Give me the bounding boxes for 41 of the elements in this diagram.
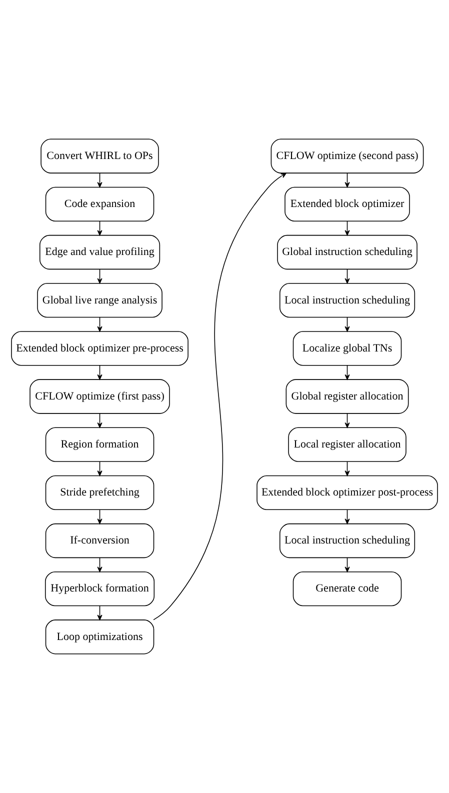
- arrow: [344, 461, 350, 476]
- node-box: CFLOW optimize (first pass): [30, 379, 170, 414]
- arrow: [344, 509, 350, 524]
- arrow: [344, 317, 350, 332]
- node-box: Local instruction scheduling: [279, 523, 416, 558]
- node-box: Global register allocation: [286, 379, 409, 414]
- arrow: [97, 172, 102, 188]
- node-box: Global instruction scheduling: [277, 234, 418, 270]
- arrow: [344, 268, 350, 284]
- node-box: Edge and value profiling: [39, 234, 160, 270]
- node-box: Localize global TNs: [292, 331, 402, 366]
- arrow: [97, 268, 102, 284]
- node-box: Code expansion: [45, 186, 154, 222]
- node-box: If-conversion: [45, 523, 154, 558]
- node-box: Loop optimizations: [45, 620, 154, 654]
- node-box: Local instruction scheduling: [279, 283, 416, 318]
- node-box: Region formation: [45, 427, 154, 462]
- node-box: Hyperblock formation: [44, 571, 155, 606]
- arrow: [97, 509, 102, 524]
- node-box: CFLOW optimize (second pass): [270, 138, 424, 174]
- node-box: Convert WHIRL to OPs: [40, 138, 159, 174]
- node-box: Extended block optimizer post-process: [256, 475, 438, 510]
- arrow: [344, 413, 350, 428]
- node-box: Global live range analysis: [37, 283, 162, 318]
- arrow: [97, 605, 102, 620]
- node-box: Extended block optimizer: [284, 186, 410, 222]
- node-box: Extended block optimizer pre-process: [11, 331, 188, 366]
- arrow: [97, 461, 102, 476]
- node-box: Stride prefetching: [45, 475, 154, 510]
- arrow: [97, 557, 102, 572]
- arrow: [344, 172, 350, 188]
- arrow: [97, 413, 102, 428]
- arrow: [344, 220, 350, 236]
- arrow: [344, 557, 350, 572]
- arrow: [344, 365, 350, 380]
- node-box: Local register allocation: [288, 427, 406, 462]
- arrow: [153, 172, 286, 620]
- node-box: Generate code: [292, 571, 402, 606]
- arrow: [97, 220, 102, 236]
- arrow: [97, 365, 102, 380]
- arrow: [97, 317, 102, 332]
